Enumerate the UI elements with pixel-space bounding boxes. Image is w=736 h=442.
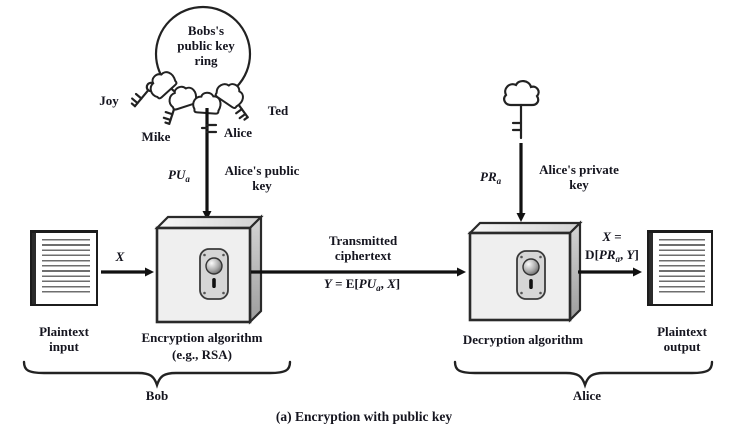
- key-ring-label: Bobs's public key ring: [177, 23, 234, 68]
- formula-x-func: D[: [585, 247, 599, 262]
- document-text-lines: [659, 239, 705, 296]
- formula-y-lhs: Y: [323, 276, 332, 291]
- formula-y-close: ]: [395, 276, 401, 291]
- encryption-box-icon: [154, 214, 264, 325]
- document-spine: [649, 233, 653, 304]
- public-key-description: Alice's public key: [224, 163, 300, 193]
- key-icon-alice: [200, 123, 218, 134]
- formula-x-close: ]: [634, 247, 639, 262]
- plaintext-input-document-icon: [30, 230, 98, 306]
- private-key-var: PR: [480, 169, 497, 184]
- plaintext-output-label: Plaintext output: [657, 324, 707, 354]
- encryption-algorithm-line1: Encryption algorithm: [141, 330, 263, 345]
- figure-caption: (a) Encryption with public key: [275, 409, 453, 424]
- formula-x-keyvar: PR: [598, 247, 616, 262]
- formula-x-line2: D[PRa, Y]: [585, 246, 639, 264]
- formula-y-eq: = E[: [331, 276, 359, 291]
- decryption-formula: X = D[PRa, Y]: [585, 228, 639, 264]
- formula-x-lhs: X: [602, 229, 611, 244]
- document-text-lines: [42, 239, 90, 296]
- lock-icon: [199, 248, 229, 300]
- key-label-joy: Joy: [99, 93, 119, 108]
- private-key-icon: [503, 80, 540, 140]
- ciphertext-formula: Y = E[PUa, X]: [323, 276, 401, 293]
- transmitted-ciphertext-label: Transmitted ciphertext: [328, 233, 398, 263]
- bob-brace: [22, 360, 292, 389]
- decryption-algorithm-label: Decryption algorithm: [462, 332, 584, 347]
- plaintext-input-label: Plaintext input: [39, 324, 89, 354]
- formula-y-keyvar: PU: [358, 276, 377, 291]
- private-key-var-label: PRa: [480, 169, 502, 186]
- alice-brace: [453, 360, 714, 389]
- key-ring-label-line1: Bobs's: [187, 23, 225, 38]
- formula-x-msg: Y: [626, 247, 635, 262]
- formula-y-keysub: a: [376, 283, 381, 293]
- key-label-alice: Alice: [223, 125, 253, 140]
- bob-brace-label: Bob: [145, 388, 169, 403]
- formula-x-keysub: a: [615, 254, 621, 264]
- public-key-var: PU: [168, 167, 186, 182]
- formula-x-sep: ,: [620, 247, 627, 262]
- key-ring-label-line3: ring: [194, 53, 218, 68]
- key-label-ted: Ted: [267, 103, 289, 118]
- formula-y-sep: ,: [380, 276, 388, 291]
- key-label-mike: Mike: [141, 129, 171, 144]
- public-key-sub: a: [185, 174, 190, 184]
- private-key-sub: a: [496, 176, 502, 186]
- document-spine: [32, 233, 36, 304]
- alice-brace-label: Alice: [572, 388, 602, 403]
- formula-x-eq: =: [610, 229, 622, 244]
- lock-icon: [516, 250, 546, 300]
- plaintext-output-document-icon: [647, 230, 713, 306]
- formula-x-line1: X =: [585, 228, 639, 246]
- decryption-box-icon: [467, 220, 583, 323]
- public-key-var-label: PUa: [168, 167, 190, 184]
- encryption-algorithm-label: Encryption algorithm (e.g., RSA): [142, 330, 263, 363]
- message-var: X: [115, 249, 125, 264]
- private-key-description: Alice's private key: [539, 162, 619, 192]
- formula-y-msg: X: [387, 276, 396, 291]
- key-ring-label-line2: public key: [177, 38, 235, 53]
- message-var-label: X: [116, 249, 125, 264]
- encryption-algorithm-line2: (e.g., RSA): [172, 346, 232, 362]
